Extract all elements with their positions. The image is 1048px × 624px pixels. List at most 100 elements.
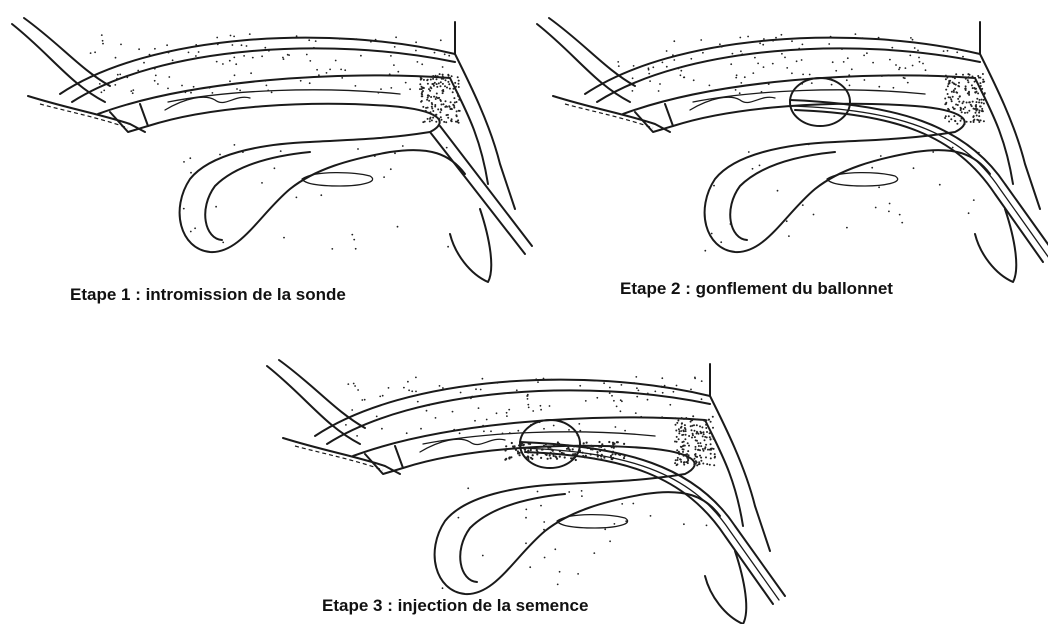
stipple-dot xyxy=(846,227,848,229)
stipple-dot xyxy=(614,523,616,525)
stipple-dot xyxy=(306,54,308,56)
stipple-dot xyxy=(980,106,982,108)
stipple-dot xyxy=(183,161,185,163)
stipple-dot xyxy=(707,449,709,451)
semen-dot xyxy=(530,449,532,451)
stipple-dot xyxy=(517,430,519,432)
step-2-caption: Etape 2 : gonflement du ballonnet xyxy=(620,279,893,299)
stipple-dot xyxy=(357,148,359,150)
uterine-horn-inner xyxy=(205,152,310,240)
stipple-dot xyxy=(945,78,947,80)
stipple-dot xyxy=(471,396,473,398)
semen-dot xyxy=(613,447,615,449)
stipple-dot xyxy=(678,453,680,455)
stipple-dot xyxy=(713,438,715,440)
stipple-dot xyxy=(397,226,399,228)
stipple-dot xyxy=(683,418,685,420)
stipple-dot xyxy=(683,462,685,464)
stipple-dot xyxy=(684,424,686,426)
stipple-dot xyxy=(688,454,690,456)
stipple-dot xyxy=(439,385,441,387)
stipple-dot xyxy=(283,237,285,239)
stipple-dot xyxy=(361,399,363,401)
stipple-dot xyxy=(265,80,267,82)
stipple-dot xyxy=(434,106,436,108)
stipple-dot xyxy=(980,119,982,121)
stipple-dot xyxy=(502,433,504,435)
stipple-dot xyxy=(972,87,974,89)
stipple-dot xyxy=(700,431,702,433)
stipple-dot xyxy=(355,248,357,250)
stipple-dot xyxy=(679,430,681,432)
semen-dot xyxy=(611,446,613,448)
stipple-dot xyxy=(235,82,237,84)
stipple-dot xyxy=(952,96,954,98)
uterine-horn xyxy=(705,142,990,252)
stipple-dot xyxy=(775,37,777,39)
stipple-dot xyxy=(438,82,440,84)
stipple-dot xyxy=(422,121,424,123)
stipple-dot xyxy=(662,62,664,64)
stipple-dot xyxy=(650,515,652,517)
stipple-dot xyxy=(101,91,103,93)
stipple-dot xyxy=(482,425,484,427)
stipple-dot xyxy=(604,528,606,530)
stipple-dot xyxy=(975,106,977,108)
stipple-dot xyxy=(761,91,763,93)
stipple-dot xyxy=(525,517,527,519)
stipple-dot xyxy=(647,393,649,395)
stipple-dot xyxy=(456,101,458,103)
vagina-outer xyxy=(553,96,670,132)
semen-dot xyxy=(527,450,529,452)
stipple-dot xyxy=(222,242,224,244)
stipple-dot xyxy=(540,505,542,507)
stipple-dot xyxy=(846,79,848,81)
stipple-dot xyxy=(952,82,954,84)
semen-dot xyxy=(523,444,525,446)
stipple-dot xyxy=(981,99,983,101)
semen-dot xyxy=(553,452,555,454)
stipple-dot xyxy=(357,389,359,391)
semen-dot xyxy=(608,441,610,443)
stipple-dot xyxy=(356,435,358,437)
stipple-dot xyxy=(250,72,252,74)
stipple-dot xyxy=(918,57,920,59)
semen-dot xyxy=(505,458,507,460)
stipple-dot xyxy=(243,55,245,57)
stipple-dot xyxy=(721,46,723,48)
stipple-dot xyxy=(280,150,282,152)
ovary xyxy=(302,173,373,186)
semen-dot xyxy=(612,451,614,453)
stipple-dot xyxy=(901,222,903,224)
stipple-dot xyxy=(356,38,358,40)
stipple-dot xyxy=(955,104,957,106)
stipple-dot xyxy=(426,99,428,101)
step-3-diagram xyxy=(265,356,785,618)
stipple-dot xyxy=(802,74,804,76)
stipple-dot xyxy=(961,111,963,113)
stipple-dot xyxy=(540,405,542,407)
stipple-dot xyxy=(116,78,118,80)
stipple-dot xyxy=(963,101,965,103)
stipple-dot xyxy=(956,51,958,53)
stipple-dot xyxy=(970,104,972,106)
stipple-dot xyxy=(690,58,692,60)
stipple-dot xyxy=(680,74,682,76)
stipple-dot xyxy=(550,379,552,381)
stipple-dot xyxy=(958,82,960,84)
stipple-dot xyxy=(702,435,704,437)
stipple-dot xyxy=(397,71,399,73)
stipple-dot xyxy=(388,387,390,389)
stipple-dot xyxy=(675,430,677,432)
stipple-dot xyxy=(878,186,880,188)
stipple-dot xyxy=(621,400,623,402)
stipple-dot xyxy=(973,199,975,201)
stipple-dot xyxy=(430,111,432,113)
stipple-dot xyxy=(442,74,444,76)
stipple-dot xyxy=(452,91,454,93)
stipple-dot xyxy=(983,81,985,83)
semen-dot xyxy=(617,441,619,443)
stipple-dot xyxy=(695,446,697,448)
stipple-dot xyxy=(432,78,434,80)
stipple-dot xyxy=(691,429,693,431)
